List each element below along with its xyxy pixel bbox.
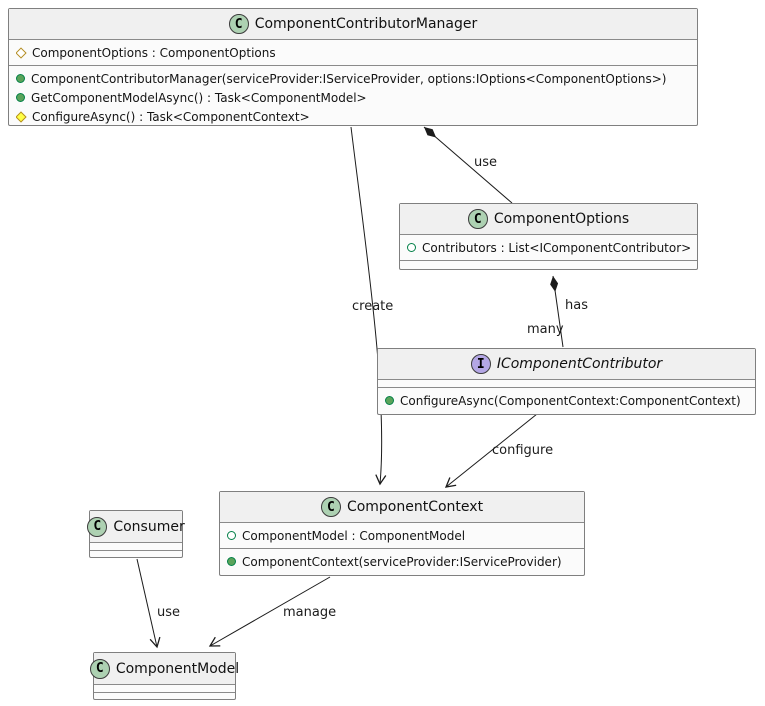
field-row: Contributors : List<IComponentContributo… <box>407 238 690 257</box>
method-text: ConfigureAsync() : Task<ComponentContext… <box>32 109 310 124</box>
edge-label-use-options: use <box>474 155 498 170</box>
class-header: C ComponentContext <box>220 492 584 522</box>
class-header: C ComponentOptions <box>400 204 697 234</box>
class-name: Consumer <box>113 518 185 535</box>
edge-use-options <box>423 126 513 204</box>
edge-label-configure: configure <box>492 443 554 458</box>
fields-compartment: ComponentOptions : ComponentOptions <box>9 39 697 65</box>
field-text: ComponentModel : ComponentModel <box>242 528 466 543</box>
fields-compartment-empty <box>378 379 755 387</box>
field-row: ComponentModel : ComponentModel <box>227 526 577 545</box>
method-row: GetComponentModelAsync() : Task<Componen… <box>16 88 690 107</box>
public-field-icon <box>407 243 416 252</box>
method-row: ComponentContributorManager(serviceProvi… <box>16 69 690 88</box>
method-row: ConfigureAsync(ComponentContext:Componen… <box>385 391 748 410</box>
method-row: ConfigureAsync() : Task<ComponentContext… <box>16 107 690 126</box>
methods-compartment: ConfigureAsync(ComponentContext:Componen… <box>378 387 755 414</box>
field-row: ComponentOptions : ComponentOptions <box>16 43 690 62</box>
field-text: Contributors : List<IComponentContributo… <box>422 240 690 255</box>
method-text: ComponentContext(serviceProvider:IServic… <box>242 554 562 569</box>
edge-label-has: has <box>565 298 588 313</box>
class-header: C Consumer <box>87 511 185 542</box>
edge-label-manage: manage <box>283 605 337 620</box>
interface-icomponent-contributor: I IComponentContributor ConfigureAsync(C… <box>377 348 756 415</box>
methods-compartment: ComponentContext(serviceProvider:IServic… <box>220 548 584 575</box>
methods-compartment: ComponentContributorManager(serviceProvi… <box>9 65 697 129</box>
interface-name: IComponentContributor <box>496 356 663 372</box>
method-row: ComponentContext(serviceProvider:IServic… <box>227 552 577 571</box>
edge-has-contributor <box>550 275 564 348</box>
public-method-icon <box>16 93 25 102</box>
fields-compartment: ComponentModel : ComponentModel <box>220 522 584 548</box>
public-method-icon <box>227 557 236 566</box>
edge-manage-model <box>208 576 331 647</box>
edge-create-context <box>350 126 387 486</box>
edge-configure-context <box>444 413 538 488</box>
protected-field-icon <box>16 46 27 59</box>
class-spot-icon: C <box>320 497 341 517</box>
class-name: ComponentContext <box>346 499 484 515</box>
class-spot-icon: C <box>87 516 108 537</box>
public-method-icon <box>16 74 25 83</box>
class-consumer: C Consumer <box>87 510 185 558</box>
public-method-icon <box>385 396 394 405</box>
fields-compartment: Contributors : List<IComponentContributo… <box>400 234 697 260</box>
class-component-contributor-manager: C ComponentContributorManager ComponentO… <box>8 8 698 126</box>
class-component-options: C ComponentOptions Contributors : List<I… <box>399 203 698 270</box>
method-text: ComponentContributorManager(serviceProvi… <box>31 71 667 86</box>
method-text: GetComponentModelAsync() : Task<Componen… <box>31 90 367 105</box>
interface-header: I IComponentContributor <box>378 349 755 379</box>
class-component-context: C ComponentContext ComponentModel : Comp… <box>219 491 585 576</box>
class-spot-icon: C <box>89 658 110 679</box>
class-name: ComponentModel <box>115 660 240 677</box>
edge-use-model <box>136 558 161 649</box>
fields-compartment-empty <box>90 542 182 550</box>
protected-method-icon <box>16 110 27 123</box>
edge-label-use-model: use <box>157 605 181 620</box>
class-component-model: C ComponentModel <box>89 652 239 700</box>
public-field-icon <box>227 531 236 540</box>
methods-compartment-empty <box>94 692 235 699</box>
class-name: ComponentContributorManager <box>254 16 478 32</box>
class-spot-icon: C <box>467 209 488 229</box>
edge-label-many: many <box>527 322 564 337</box>
method-text: ConfigureAsync(ComponentContext:Componen… <box>400 393 741 408</box>
class-header: C ComponentContributorManager <box>9 9 697 39</box>
methods-compartment-empty <box>90 550 182 557</box>
field-text: ComponentOptions : ComponentOptions <box>32 45 276 60</box>
edge-label-create: create <box>352 299 394 314</box>
interface-spot-icon: I <box>470 354 491 374</box>
class-name: ComponentOptions <box>493 211 630 227</box>
class-spot-icon: C <box>228 14 249 34</box>
fields-compartment-empty <box>94 684 235 692</box>
class-header: C ComponentModel <box>89 653 239 684</box>
methods-compartment-empty <box>400 260 697 269</box>
